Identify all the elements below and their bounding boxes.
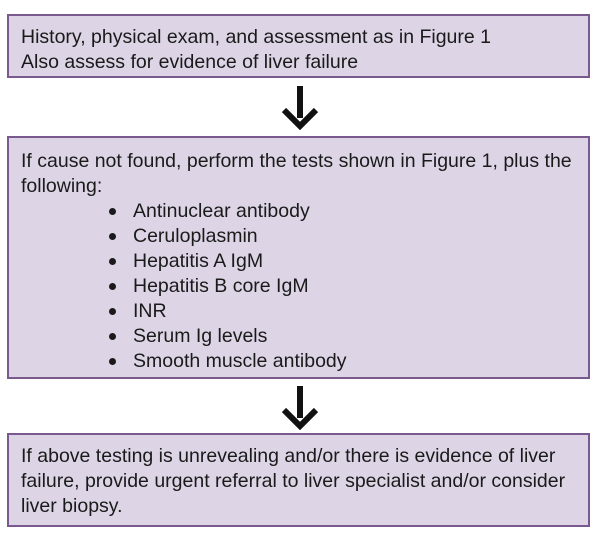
tests-list: Antinuclear antibody Ceruloplasmin Hepat… bbox=[21, 199, 574, 374]
tests-intro: If cause not found, perform the tests sh… bbox=[21, 150, 572, 197]
step-box-referral: If above testing is unrevealing and/or t… bbox=[7, 433, 590, 527]
test-item: Antinuclear antibody bbox=[107, 199, 574, 224]
test-item: Hepatitis A IgM bbox=[107, 249, 574, 274]
test-item: Ceruloplasmin bbox=[107, 224, 574, 249]
step-box-tests: If cause not found, perform the tests sh… bbox=[7, 136, 590, 379]
step-box-assessment: History, physical exam, and assessment a… bbox=[7, 14, 590, 78]
test-item: Serum Ig levels bbox=[107, 324, 574, 349]
test-item: Hepatitis B core IgM bbox=[107, 274, 574, 299]
assessment-line-2: Also assess for evidence of liver failur… bbox=[21, 51, 359, 73]
down-arrow-icon bbox=[281, 386, 319, 430]
test-item: Smooth muscle antibody bbox=[107, 349, 574, 374]
referral-text: If above testing is unrevealing and/or t… bbox=[21, 445, 566, 517]
down-arrow-icon bbox=[281, 86, 319, 130]
test-item: INR bbox=[107, 299, 574, 324]
assessment-line-1: History, physical exam, and assessment a… bbox=[21, 26, 491, 48]
